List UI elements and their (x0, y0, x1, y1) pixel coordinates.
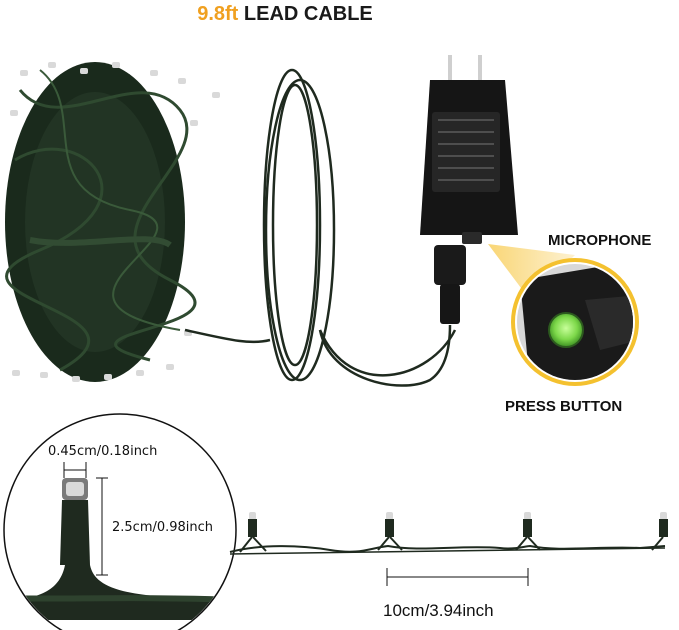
page-title: 9.8ft LEAD CABLE (0, 2, 570, 26)
press-button-label: PRESS BUTTON (505, 398, 623, 415)
light-string-bundle (5, 62, 220, 382)
bulb-width-label: 0.45cm/0.18inch (48, 444, 158, 459)
bulb-height-label: 2.5cm/0.98inch (112, 520, 214, 535)
power-adapter (318, 55, 518, 387)
title-highlight: 9.8ft (197, 3, 239, 25)
spacing-label: 10cm/3.94inch (383, 601, 494, 620)
press-button-callout (488, 244, 639, 386)
title-text: LEAD CABLE (238, 3, 373, 25)
bulb-spacing-string (229, 512, 668, 586)
lead-cable-coil (184, 68, 457, 382)
bulb-detail-circle (3, 413, 237, 630)
microphone-label: MICROPHONE (548, 232, 652, 249)
